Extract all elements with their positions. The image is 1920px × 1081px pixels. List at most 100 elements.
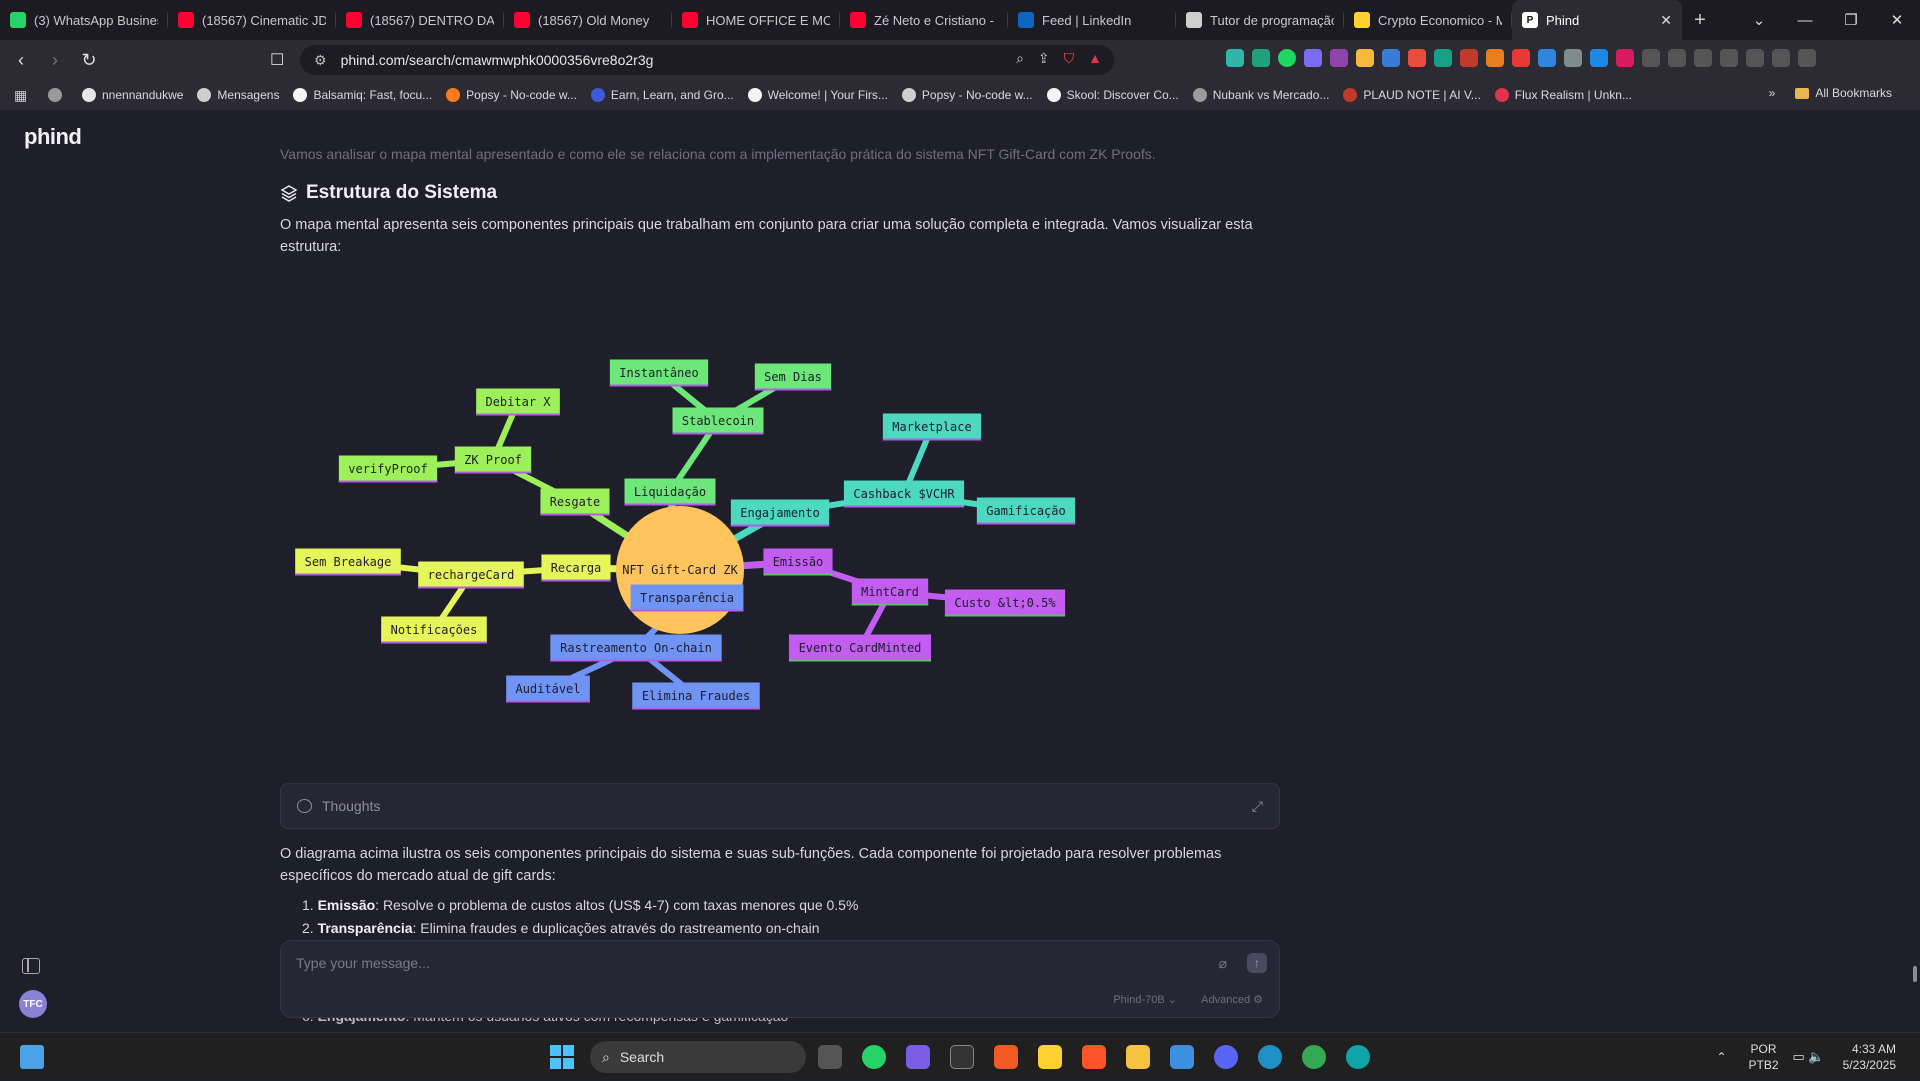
- site-info-icon[interactable]: ⚙: [314, 51, 327, 68]
- show-hidden-icons[interactable]: ⌃: [1716, 1050, 1727, 1064]
- extension-icon[interactable]: [1330, 49, 1348, 67]
- tab-2[interactable]: (18567) DENTRO DA M: [336, 0, 504, 40]
- send-button[interactable]: ↑: [1247, 953, 1267, 973]
- message-input[interactable]: Type your message...: [296, 955, 430, 971]
- extension-icon[interactable]: [1356, 49, 1374, 67]
- bookmark-item[interactable]: PLAUD NOTE | AI V...: [1343, 88, 1481, 102]
- tab-4[interactable]: HOME OFFICE E MODE: [672, 0, 840, 40]
- phind-logo[interactable]: phind: [24, 124, 82, 149]
- app-icon[interactable]: [1258, 1045, 1282, 1069]
- extension-icon[interactable]: [1616, 49, 1634, 67]
- bookmark-item[interactable]: Mensagens: [197, 88, 279, 102]
- chrome-icon[interactable]: [1302, 1045, 1326, 1069]
- tab-search-icon[interactable]: ⌄: [1752, 12, 1766, 29]
- more-bookmarks-icon[interactable]: »: [1768, 86, 1776, 100]
- scrollbar-thumb[interactable]: [1913, 966, 1917, 982]
- close-window-button[interactable]: ✕: [1890, 12, 1904, 29]
- brave-shield-icon[interactable]: ⛉: [1063, 50, 1075, 66]
- tab-1[interactable]: (18567) Cinematic JDM: [168, 0, 336, 40]
- calendar-icon[interactable]: [950, 1045, 974, 1069]
- bookmark-icon[interactable]: ☐: [270, 52, 285, 69]
- advanced-settings[interactable]: Advanced ⚙: [1201, 994, 1263, 1006]
- app-icon[interactable]: [994, 1045, 1018, 1069]
- back-button[interactable]: ‹: [18, 49, 24, 70]
- sidebar-icon[interactable]: [1694, 49, 1712, 67]
- sidebar-toggle-icon[interactable]: [22, 958, 40, 974]
- network-volume-icons[interactable]: ▭ 🔈: [1792, 1049, 1825, 1064]
- tab-8[interactable]: Crypto Economico - M: [1344, 0, 1512, 40]
- task-view-icon[interactable]: [818, 1045, 842, 1069]
- start-button[interactable]: [550, 1045, 574, 1069]
- extension-icon[interactable]: [1460, 49, 1478, 67]
- bookmark-item[interactable]: Balsamiq: Fast, focu...: [293, 88, 432, 102]
- restore-button[interactable]: ❐: [1844, 12, 1858, 29]
- extension-icon[interactable]: [1538, 49, 1556, 67]
- file-explorer-icon[interactable]: [1126, 1045, 1150, 1069]
- forward-button[interactable]: ›: [52, 49, 58, 70]
- brave-rewards-icon[interactable]: ▲: [1088, 50, 1102, 66]
- brave-icon[interactable]: [1082, 1045, 1106, 1069]
- tab-5[interactable]: Zé Neto e Cristiano - R: [840, 0, 1008, 40]
- avatar[interactable]: TFC: [19, 990, 47, 1018]
- close-tab-icon[interactable]: ✕: [1660, 11, 1672, 28]
- app-icon[interactable]: [906, 1045, 930, 1069]
- miro-icon[interactable]: [1038, 1045, 1062, 1069]
- whatsapp-icon[interactable]: [862, 1045, 886, 1069]
- tab-3[interactable]: (18567) Old Money: [504, 0, 672, 40]
- bookmark-globe[interactable]: [48, 88, 68, 102]
- zoom-icon[interactable]: ⌕: [1016, 50, 1024, 66]
- apps-grid-icon[interactable]: ▦: [14, 86, 28, 103]
- extension-icon[interactable]: [1382, 49, 1400, 67]
- widgets-icon[interactable]: [20, 1045, 44, 1069]
- extension-icon[interactable]: [1486, 49, 1504, 67]
- extension-icon[interactable]: [1252, 49, 1270, 67]
- new-tab-button[interactable]: +: [1694, 8, 1706, 31]
- page-scrollbar[interactable]: [1910, 110, 1920, 1032]
- edge-icon[interactable]: [1346, 1045, 1370, 1069]
- tab-7[interactable]: Tutor de programação: [1176, 0, 1344, 40]
- extension-icon[interactable]: [1564, 49, 1582, 67]
- bookmark-item[interactable]: Nubank vs Mercado...: [1192, 88, 1329, 102]
- bookmark-favicon-icon: [1046, 88, 1061, 102]
- extensions-puzzle-icon[interactable]: [1642, 49, 1660, 67]
- mind-map-node-box: [540, 488, 610, 516]
- minimize-button[interactable]: —: [1797, 11, 1813, 29]
- model-selector[interactable]: Phind-70B ⌄: [1113, 994, 1177, 1006]
- expand-icon[interactable]: ⤢: [1251, 798, 1263, 814]
- extension-icon[interactable]: [1226, 49, 1244, 67]
- media-icon[interactable]: [1668, 49, 1686, 67]
- extension-icon[interactable]: [1304, 49, 1322, 67]
- mind-map-node-auditavel: Auditável: [506, 675, 590, 703]
- reload-button[interactable]: ↻: [81, 49, 97, 70]
- vpn-icon[interactable]: [1772, 49, 1790, 67]
- bookmark-item[interactable]: Flux Realism | Unkn...: [1494, 88, 1632, 102]
- bookmark-item[interactable]: nnennandukwe: [82, 88, 183, 102]
- address-bar[interactable]: ⚙ phind.com/search/cmawmwphk0000356vre8o…: [300, 45, 1114, 75]
- clock[interactable]: 4:33 AM 5/23/2025: [1843, 1041, 1896, 1073]
- attach-icon[interactable]: ⌀: [1218, 955, 1227, 971]
- extension-icon[interactable]: [1278, 49, 1296, 67]
- app-icon[interactable]: [1170, 1045, 1194, 1069]
- thoughts-panel[interactable]: Thoughts ⤢: [280, 783, 1280, 829]
- bookmark-item[interactable]: Popsy - No-code w...: [446, 88, 577, 102]
- extension-icon[interactable]: [1434, 49, 1452, 67]
- extension-icon[interactable]: [1408, 49, 1426, 67]
- extension-icon[interactable]: [1512, 49, 1530, 67]
- bookmark-item[interactable]: Welcome! | Your Firs...: [747, 88, 888, 102]
- bookmark-item[interactable]: Earn, Learn, and Gro...: [590, 88, 734, 102]
- mind-map-node-label: ZK Proof: [464, 453, 522, 467]
- tab-0[interactable]: (3) WhatsApp Business: [0, 0, 168, 40]
- taskbar-search[interactable]: ⌕ Search: [590, 1041, 806, 1073]
- leo-ai-icon[interactable]: [1746, 49, 1764, 67]
- discord-icon[interactable]: [1214, 1045, 1238, 1069]
- extension-icon[interactable]: [1590, 49, 1608, 67]
- bookmark-item[interactable]: Skool: Discover Co...: [1046, 88, 1179, 102]
- tab-6[interactable]: Feed | LinkedIn: [1008, 0, 1176, 40]
- bookmark-item[interactable]: Popsy - No-code w...: [901, 88, 1033, 102]
- language-indicator[interactable]: POR PTB2: [1749, 1041, 1779, 1073]
- tab-phind-active[interactable]: P Phind ✕: [1512, 0, 1682, 40]
- share-icon[interactable]: ⇪: [1037, 50, 1050, 66]
- wallet-icon[interactable]: [1720, 49, 1738, 67]
- all-bookmarks-folder[interactable]: All Bookmarks: [1795, 86, 1892, 100]
- menu-icon[interactable]: [1798, 49, 1816, 67]
